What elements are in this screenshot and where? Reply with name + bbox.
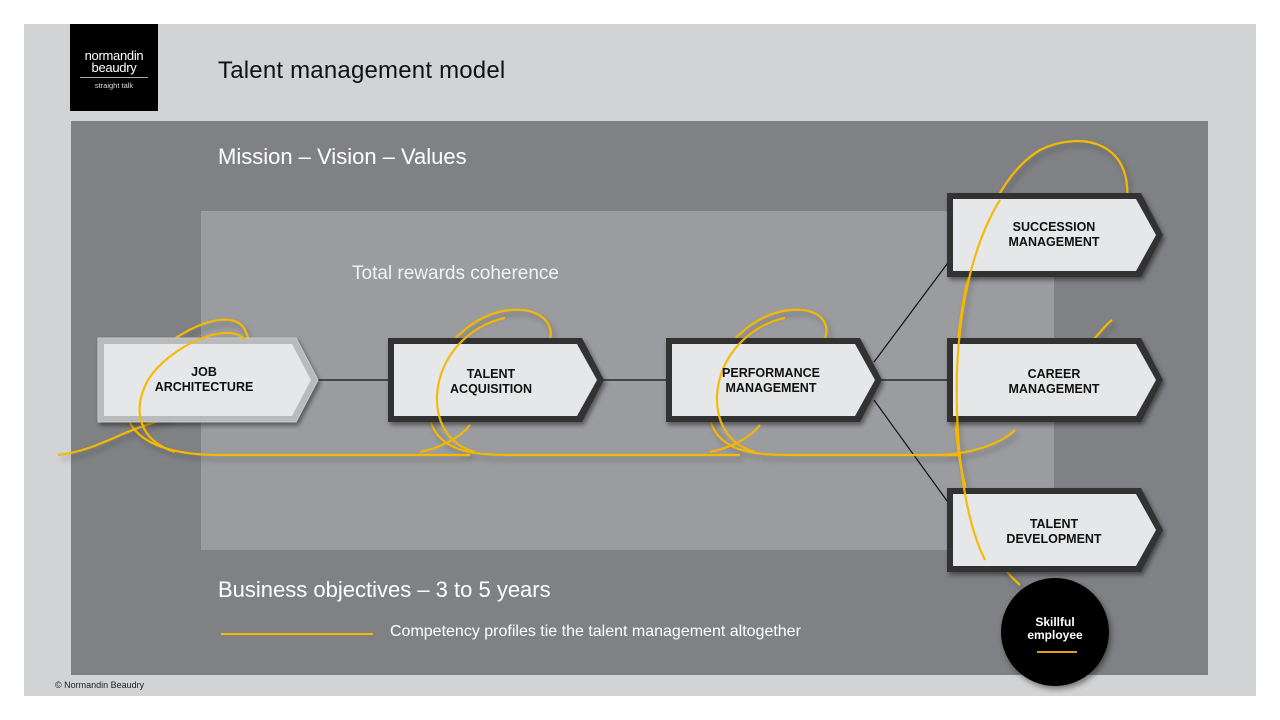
node-label-line: PERFORMANCE xyxy=(722,366,820,380)
outcome-line: employee xyxy=(1027,628,1083,642)
node-label-line: TALENT xyxy=(1029,517,1079,531)
node-label-line: TALENT xyxy=(466,367,516,381)
node-job-architecture xyxy=(97,337,319,423)
legend-competency-swatch xyxy=(221,633,373,635)
edge-performance-to-succession xyxy=(873,259,951,363)
node-succession-management xyxy=(947,193,1163,277)
node-label-line: MANAGEMENT xyxy=(725,381,817,395)
node-label-succession-management: SUCCESSION MANAGEMENT xyxy=(1009,220,1100,250)
logo-divider xyxy=(80,77,148,78)
mission-vision-values-label: Mission – Vision – Values xyxy=(218,144,467,169)
legend-competency-text: Competency profiles tie the talent manag… xyxy=(390,623,801,640)
skillful-employee-circle: Skillful employee xyxy=(1001,578,1109,686)
connectors xyxy=(316,259,951,506)
logo-tagline: straight talk xyxy=(94,81,134,90)
node-label-line: JOB xyxy=(191,365,217,379)
slide-title: Talent management model xyxy=(218,57,506,84)
copyright-notice: © Normandin Beaudry xyxy=(55,680,145,690)
node-talent-acquisition xyxy=(388,338,604,422)
node-performance-management xyxy=(666,338,882,422)
edge-performance-to-development xyxy=(873,399,951,506)
node-label-line: DEVELOPMENT xyxy=(1006,532,1102,546)
node-label-job-architecture: JOB ARCHITECTURE xyxy=(155,365,254,395)
competency-curve-front xyxy=(138,199,1001,561)
node-career-management xyxy=(947,338,1163,422)
node-talent-development xyxy=(947,488,1163,572)
node-label-line: MANAGEMENT xyxy=(1008,235,1100,249)
node-label-talent-development: TALENT DEVELOPMENT xyxy=(1006,517,1101,547)
logo-line-2: beaudry xyxy=(91,60,137,75)
node-label-performance-management: PERFORMANCE MANAGEMENT xyxy=(722,366,820,396)
logo-line-1: normandin xyxy=(84,48,144,63)
outcome-underline xyxy=(1037,651,1077,653)
company-logo: normandin beaudry straight talk xyxy=(70,24,158,111)
node-label-talent-acquisition: TALENT ACQUISITION xyxy=(450,367,532,397)
node-label-line: ACQUISITION xyxy=(450,382,532,396)
skillful-employee-label: Skillful employee xyxy=(1001,616,1109,642)
outcome-line: Skillful xyxy=(1035,615,1075,629)
node-label-line: ARCHITECTURE xyxy=(154,380,254,394)
total-rewards-label: Total rewards coherence xyxy=(352,263,559,284)
node-label-line: CAREER xyxy=(1027,367,1081,381)
node-label-career-management: CAREER MANAGEMENT xyxy=(1009,367,1100,397)
node-label-line: MANAGEMENT xyxy=(1008,382,1100,396)
business-objectives-label: Business objectives – 3 to 5 years xyxy=(218,577,551,602)
node-label-line: SUCCESSION xyxy=(1012,220,1096,234)
